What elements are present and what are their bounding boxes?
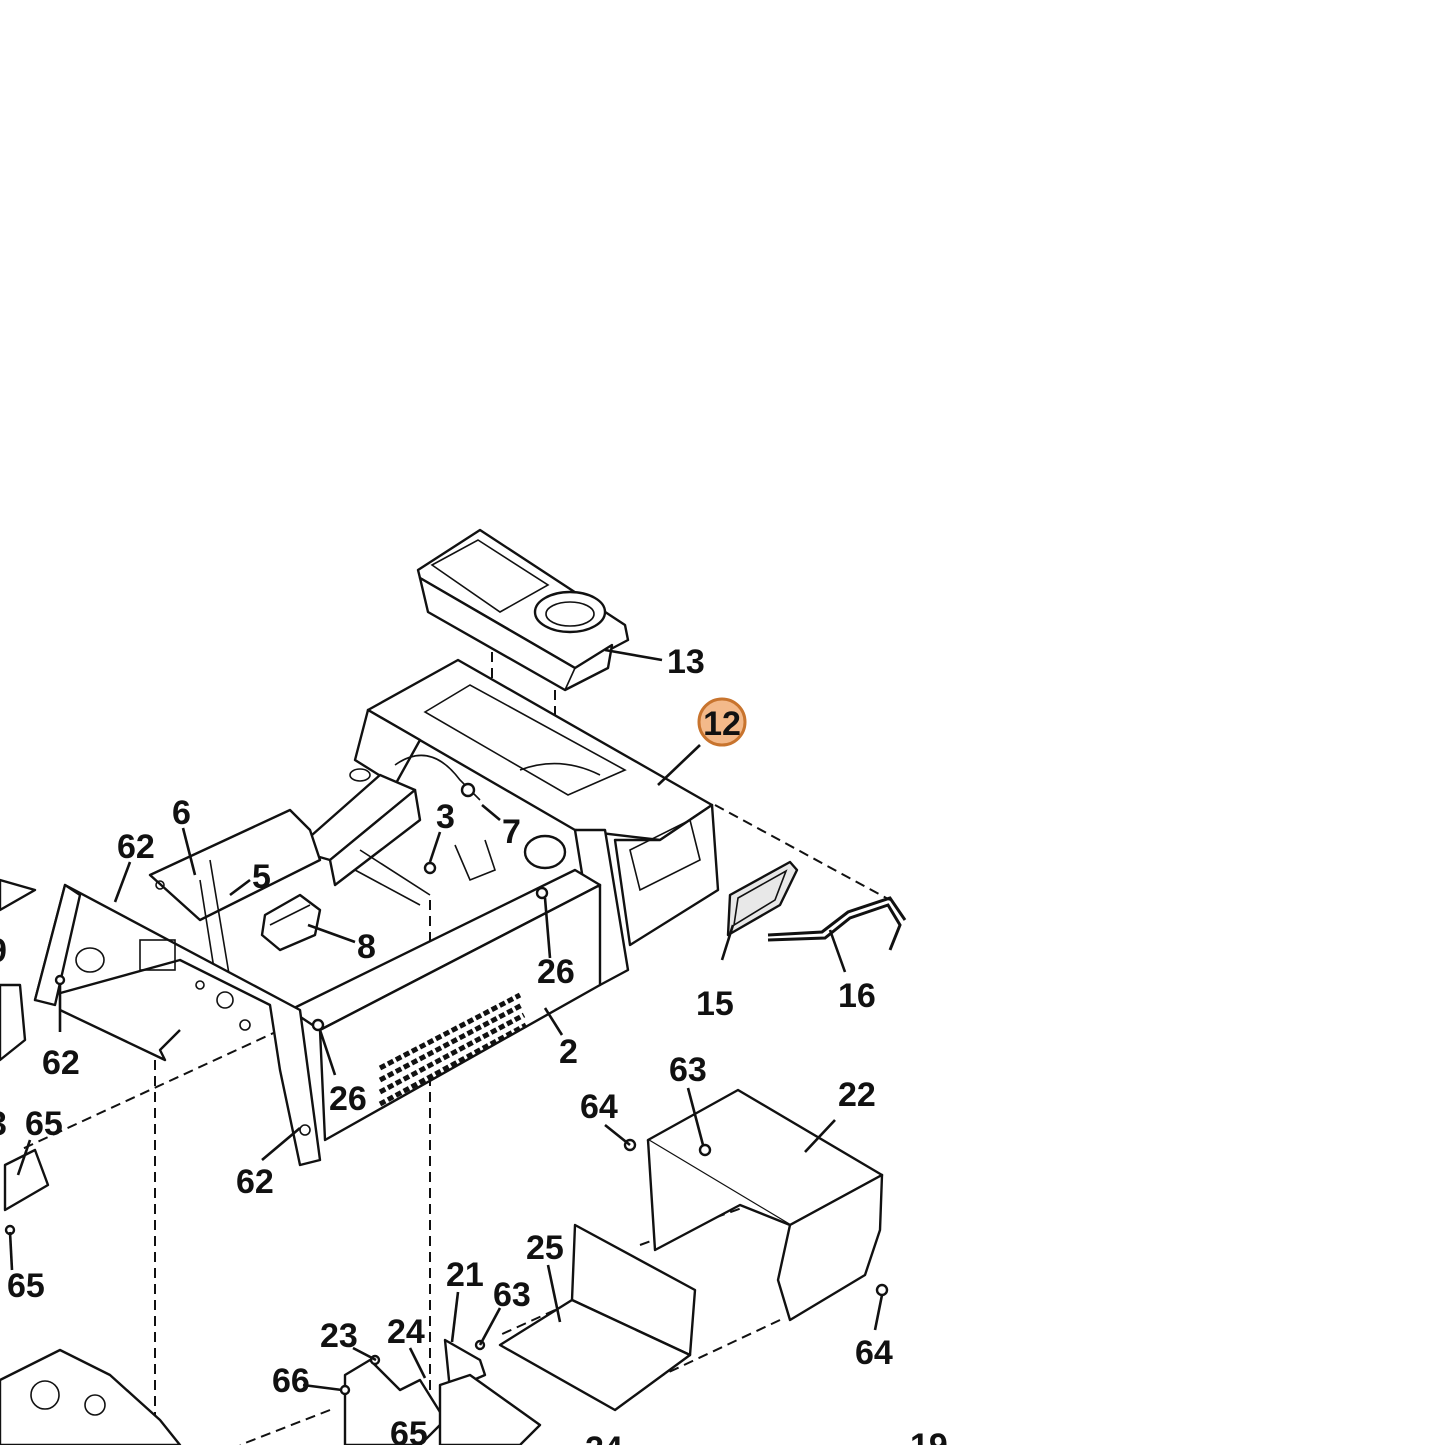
callout-12-highlight[interactable]: 12 [697, 697, 747, 747]
part-15-reflector[interactable] [726, 860, 799, 937]
callout-65[interactable]: 65 [25, 1105, 63, 1143]
callout-64[interactable]: 64 [855, 1334, 893, 1372]
callout-65[interactable]: 65 [390, 1415, 428, 1445]
callout-24[interactable]: 24 [585, 1430, 623, 1445]
part-7-cable[interactable] [394, 754, 481, 801]
callout-6[interactable]: 6 [172, 794, 191, 832]
callout-3[interactable]: 3 [0, 1105, 7, 1143]
callout-22[interactable]: 22 [838, 1076, 876, 1114]
part-12-console-frame[interactable] [353, 658, 720, 987]
callout-63[interactable]: 63 [493, 1276, 531, 1314]
callout-13[interactable]: 13 [667, 643, 705, 681]
callout-25[interactable]: 25 [526, 1229, 564, 1267]
lower-components[interactable] [0, 878, 542, 1445]
callout-26[interactable]: 26 [537, 953, 575, 991]
callout-7[interactable]: 7 [502, 813, 521, 851]
leader-lines [8, 648, 884, 1392]
part-8-relay[interactable] [260, 893, 322, 952]
part-2-vent-grille [378, 992, 528, 1107]
callout-15[interactable]: 15 [696, 985, 734, 1023]
callout-64[interactable]: 64 [580, 1088, 618, 1126]
callout-63[interactable]: 63 [669, 1051, 707, 1089]
front-panel[interactable] [33, 880, 322, 1167]
callout-62[interactable]: 62 [117, 828, 155, 866]
part-13-console-tray[interactable] [416, 528, 630, 692]
callout-2[interactable]: 2 [559, 1033, 578, 1071]
callout-65[interactable]: 65 [7, 1267, 45, 1305]
callout-9[interactable]: 9 [0, 932, 7, 970]
callout-5[interactable]: 5 [252, 858, 271, 896]
part-25-tray[interactable] [498, 1223, 697, 1412]
callout-12-circle [697, 697, 747, 747]
callout-62[interactable]: 62 [236, 1163, 274, 1201]
callout-23[interactable]: 23 [320, 1317, 358, 1355]
callout-12-label: 12 [703, 705, 741, 743]
callout-21[interactable]: 21 [446, 1256, 484, 1294]
callout-26[interactable]: 26 [329, 1080, 367, 1118]
callout-3[interactable]: 3 [436, 798, 455, 836]
callout-labels: 13 7 6 3 62 5 8 9 26 15 16 62 2 26 63 64… [0, 643, 948, 1445]
callout-62[interactable]: 62 [42, 1044, 80, 1082]
callout-16[interactable]: 16 [838, 977, 876, 1015]
callout-24[interactable]: 24 [387, 1313, 425, 1351]
callout-19[interactable]: 19 [910, 1427, 948, 1445]
assembly-guide-lines [19, 620, 891, 1445]
callout-66[interactable]: 66 [272, 1362, 310, 1400]
part-22-cover[interactable] [646, 1088, 884, 1322]
callout-8[interactable]: 8 [357, 928, 376, 966]
part-16-rod[interactable] [767, 896, 907, 951]
